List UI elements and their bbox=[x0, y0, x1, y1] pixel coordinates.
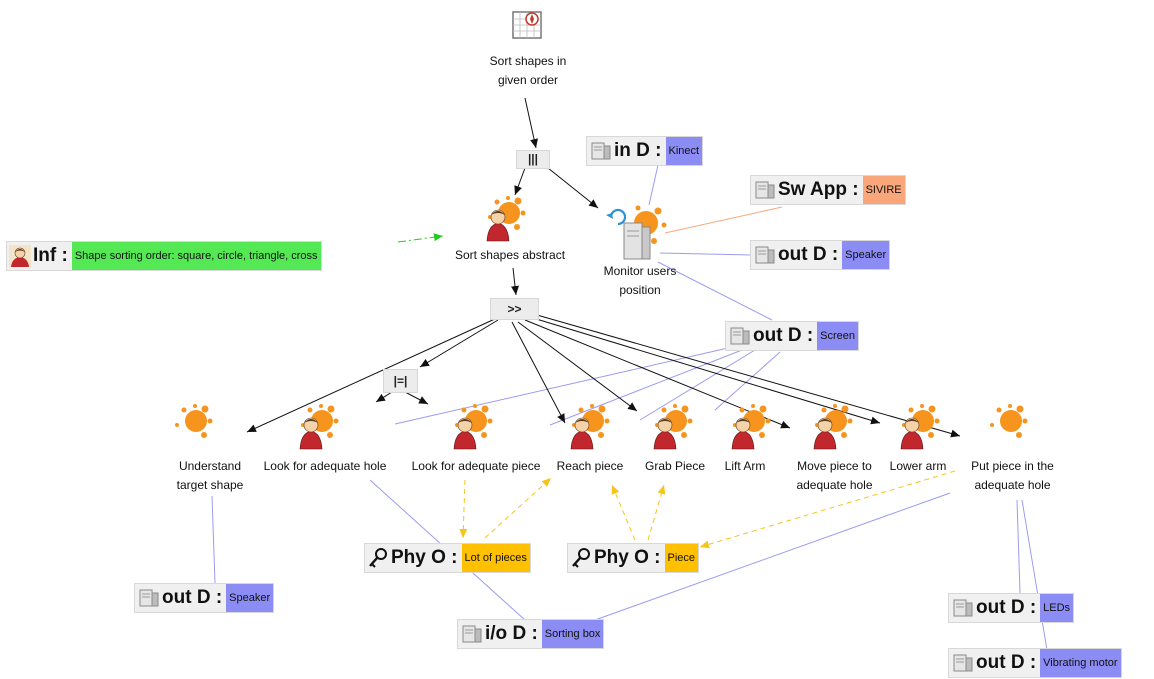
resource-value: Lot of pieces bbox=[461, 544, 530, 572]
key-icon bbox=[572, 548, 590, 568]
goal-icon[interactable] bbox=[509, 7, 545, 43]
software-link bbox=[664, 206, 783, 234]
operator-enable[interactable]: >> bbox=[490, 298, 539, 320]
task-label-reach: Reach piece bbox=[556, 459, 624, 473]
task-label-lift: Lift Arm bbox=[724, 459, 766, 473]
device-icon bbox=[755, 246, 775, 264]
resource-physical-object-lot-of-pieces[interactable]: Phy O : Lot of pieces bbox=[364, 543, 531, 573]
user-task-icon[interactable] bbox=[897, 403, 941, 451]
person-icon bbox=[9, 245, 31, 267]
resource-output-device-screen[interactable]: out D : Screen bbox=[725, 321, 860, 351]
resource-output-device-leds[interactable]: out D : LEDs bbox=[948, 593, 1075, 623]
resource-output-device-speaker-2[interactable]: out D : Speaker bbox=[134, 583, 275, 613]
resource-value: Speaker bbox=[842, 241, 890, 269]
resource-value: Screen bbox=[817, 322, 859, 350]
key-icon bbox=[369, 548, 387, 568]
task-label-look-hole: Look for adequate hole bbox=[263, 459, 387, 473]
task-label-grab: Grab Piece bbox=[644, 459, 706, 473]
resource-value: Speaker bbox=[226, 584, 274, 612]
operator-interleave[interactable]: ||| bbox=[516, 150, 550, 169]
resource-value: Vibrating motor bbox=[1040, 649, 1121, 677]
device-icon bbox=[591, 142, 611, 160]
resource-value: Shape sorting order: square, circle, tri… bbox=[71, 242, 321, 270]
task-label-lower: Lower arm bbox=[889, 459, 947, 473]
device-icon bbox=[139, 589, 159, 607]
resource-software-sivire[interactable]: Sw App : SIVIRE bbox=[750, 175, 906, 205]
device-icon bbox=[953, 599, 973, 617]
operator-order-independent[interactable]: |=| bbox=[383, 369, 418, 393]
resource-value: Sorting box bbox=[541, 620, 604, 648]
resource-physical-object-piece[interactable]: Phy O : Piece bbox=[567, 543, 700, 573]
resource-value: Piece bbox=[664, 544, 699, 572]
device-icon bbox=[462, 625, 482, 643]
resource-input-device-kinect[interactable]: in D : Kinect bbox=[586, 136, 704, 166]
device-icon bbox=[730, 327, 750, 345]
resource-io-device-sorting-box[interactable]: i/o D : Sorting box bbox=[457, 619, 605, 649]
object-links bbox=[459, 470, 956, 549]
resource-output-device-speaker[interactable]: out D : Speaker bbox=[750, 240, 891, 270]
task-label-sort-abstract: Sort shapes abstract bbox=[454, 248, 566, 262]
abstract-task-icon[interactable] bbox=[985, 403, 1029, 451]
device-icon bbox=[755, 181, 775, 199]
device-icon bbox=[953, 654, 973, 672]
user-task-icon[interactable] bbox=[450, 403, 494, 451]
resource-value: Kinect bbox=[665, 137, 703, 165]
resource-value: LEDs bbox=[1040, 594, 1074, 622]
user-task-icon[interactable] bbox=[650, 403, 694, 451]
abstract-task-icon[interactable] bbox=[170, 403, 214, 451]
info-link bbox=[397, 233, 444, 243]
system-task-icon[interactable] bbox=[602, 203, 672, 265]
task-arrows bbox=[246, 97, 961, 438]
user-task-icon[interactable] bbox=[567, 403, 611, 451]
user-task-icon[interactable] bbox=[296, 403, 340, 451]
task-label-look-piece: Look for adequate piece bbox=[411, 459, 541, 473]
abstract-task-icon[interactable] bbox=[483, 195, 527, 243]
user-task-icon[interactable] bbox=[810, 403, 854, 451]
resource-information-sorting-order[interactable]: Inf : Shape sorting order: square, circl… bbox=[6, 241, 322, 271]
user-task-icon[interactable] bbox=[728, 403, 772, 451]
resource-output-device-vibrating-motor[interactable]: out D : Vibrating motor bbox=[948, 648, 1122, 678]
resource-value: SIVIRE bbox=[862, 176, 905, 204]
